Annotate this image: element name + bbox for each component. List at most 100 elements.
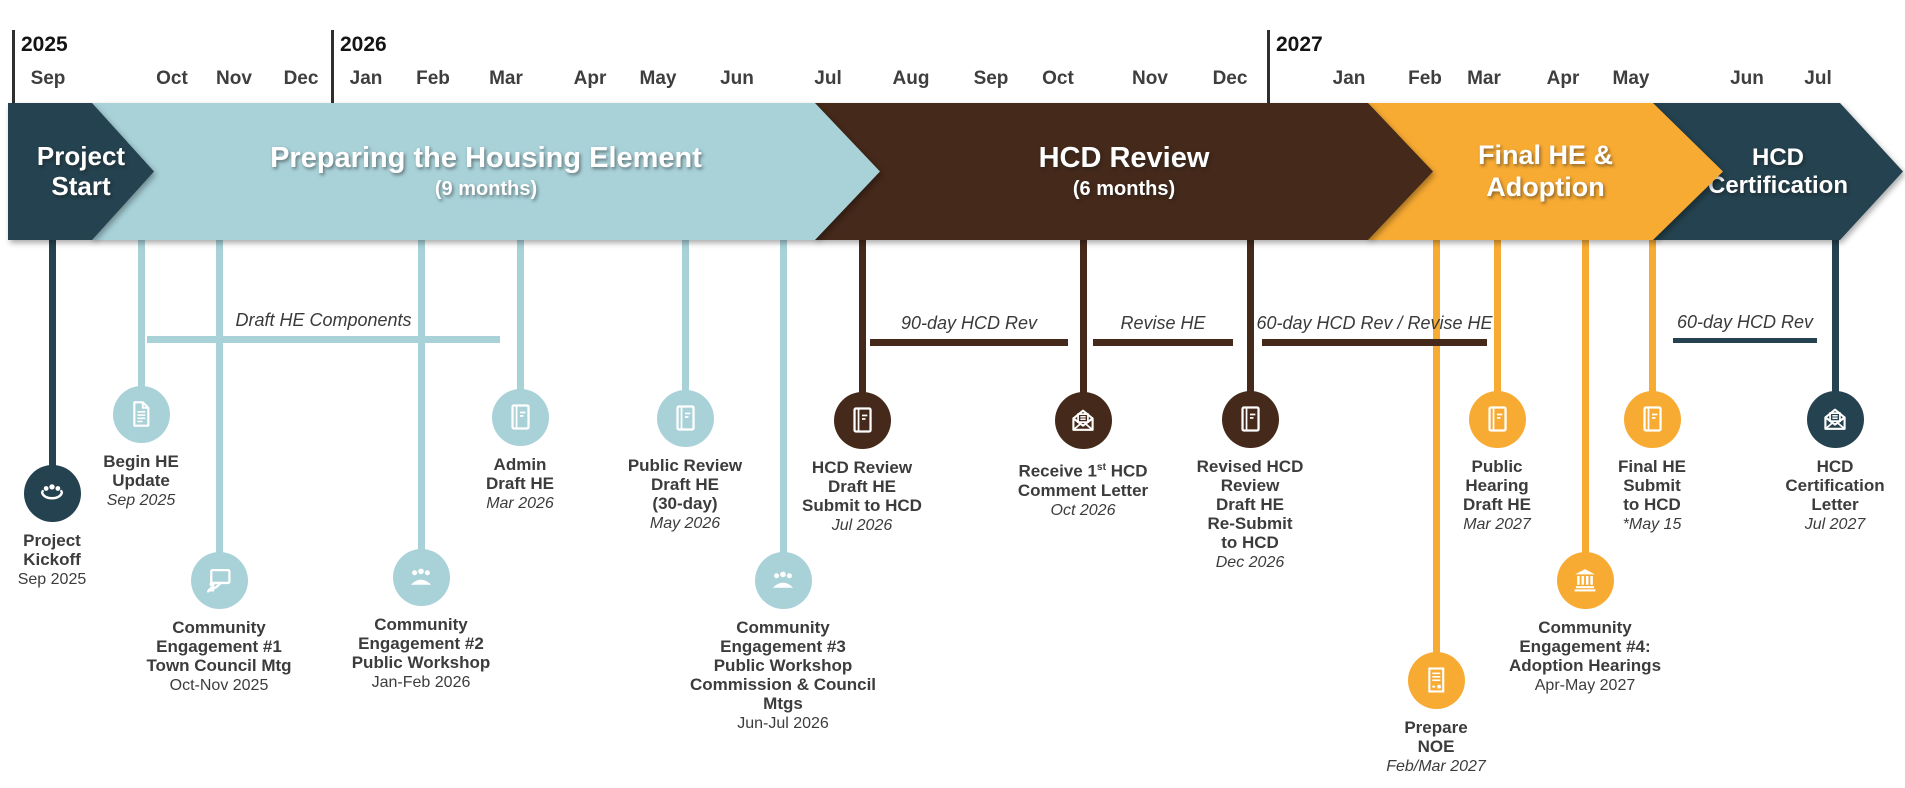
milestone-date: Mar 2027 <box>1463 516 1531 533</box>
year-label: 2025 <box>21 33 68 56</box>
milestone-connector-line <box>681 210 689 418</box>
book-icon <box>1241 406 1260 432</box>
phase-bar-hcd-review: HCD Review(6 months) <box>815 103 1433 240</box>
month-label: Sep <box>973 68 1009 89</box>
milestone-public-hearing-draft-he <box>1468 390 1526 448</box>
phase-title: Project <box>36 140 126 171</box>
milestone-title-line: NOE <box>1417 737 1455 756</box>
milestone-date: Jul 2026 <box>831 517 893 534</box>
milestone-title-line: Revised HCD <box>1196 457 1304 476</box>
milestone-community-engagement-2 <box>392 548 450 606</box>
month-label: Apr <box>1546 68 1580 89</box>
milestone-connector-line <box>516 210 524 417</box>
milestone-title-line: Public Review <box>627 456 743 475</box>
milestone-project-kickoff <box>23 464 81 522</box>
milestone-connector-line <box>1581 210 1589 580</box>
milestone-public-review-draft-he <box>656 389 714 447</box>
bracket-line-90-day-hcd-rev <box>870 339 1068 346</box>
milestone-revised-hcd-review-draft-he <box>1221 390 1279 448</box>
month-label: Feb <box>416 68 450 89</box>
milestone-hcd-review-draft-he-submit <box>833 391 891 449</box>
milestone-admin-draft-he <box>491 388 549 446</box>
milestone-title-line: Submit to HCD <box>802 496 922 515</box>
milestone-title-line: Engagement #2 <box>358 634 484 653</box>
phase-title: HCD Review <box>1038 142 1210 175</box>
milestone-title-line: Prepare <box>1404 718 1468 737</box>
presentation-icon <box>206 568 231 593</box>
bank-icon <box>1574 569 1596 592</box>
milestone-title-line: Community <box>172 618 266 637</box>
milestone-connector-line <box>1246 210 1254 419</box>
milestone-title-line: Submit <box>1623 476 1681 495</box>
milestone-community-engagement-4 <box>1556 551 1614 609</box>
milestone-date: Jan-Feb 2026 <box>371 674 471 691</box>
book-icon <box>1643 406 1662 432</box>
milestone-title-line: Town Council Mtg <box>146 656 292 675</box>
milestone-title-line: Comment Letter <box>1017 480 1149 500</box>
month-label: Jul <box>814 68 842 89</box>
bracket-line-60-day-hcd-rev <box>1673 338 1817 343</box>
year-label: 2026 <box>340 33 387 56</box>
milestone-connector-line <box>858 210 866 420</box>
milestone-date: Mar 2026 <box>486 495 554 512</box>
month-label: Oct <box>156 68 188 89</box>
milestone-title-line: HCD Review <box>811 458 913 477</box>
month-label: Nov <box>1132 68 1168 89</box>
bracket-line-60-day-hcd-rev-revise-he <box>1262 339 1487 346</box>
milestone-connector-line <box>1493 210 1501 419</box>
milestone-title-line: Community <box>1538 618 1632 637</box>
milestone-receive-1st-hcd-comment-letter <box>1054 391 1112 449</box>
milestone-community-engagement-1 <box>190 551 248 609</box>
milestone-connector-line <box>1831 210 1839 419</box>
milestone-title-line: Draft HE <box>650 475 719 494</box>
milestone-final-he-submit-to-hcd <box>1623 390 1681 448</box>
milestone-title-line: Commission & Council <box>689 675 877 694</box>
month-label: Jun <box>720 68 754 89</box>
phase-title: Adoption <box>1486 171 1605 202</box>
milestone-title-line: HCD <box>1816 457 1854 476</box>
month-label: Nov <box>216 68 252 89</box>
open-envelope-icon <box>1072 409 1094 431</box>
month-label: Oct <box>1042 68 1074 89</box>
people-icon <box>410 568 432 585</box>
milestone-title-line: Receive 1st HCD <box>1018 461 1148 481</box>
book-icon <box>853 407 872 433</box>
milestone-title-line: (30-day) <box>652 494 718 513</box>
month-label: Jan <box>1332 68 1366 89</box>
milestone-date: Jul 2027 <box>1804 516 1866 533</box>
bracket-line-draft-he-components <box>147 336 500 343</box>
milestone-title-line: Draft HE <box>1462 495 1531 514</box>
bracket-label-60-day-hcd-rev-revise-he: 60-day HCD Rev / Revise HE <box>1256 313 1493 333</box>
bracket-label-draft-he-components: Draft HE Components <box>235 310 412 330</box>
milestone-title-line: Community <box>736 618 830 637</box>
bracket-line-revise-he <box>1093 339 1233 346</box>
milestone-connector-line <box>137 210 145 414</box>
phase-duration: (9 months) <box>434 177 538 200</box>
month-label: May <box>639 68 677 89</box>
phase-title: HCD <box>1752 143 1804 171</box>
milestone-connector-line <box>779 210 787 580</box>
month-label: Feb <box>1408 68 1442 89</box>
milestone-title-line: Final HE <box>1617 457 1686 476</box>
milestone-title-line: Update <box>112 471 170 490</box>
milestone-date: *May 15 <box>1622 516 1682 533</box>
milestone-connector-line <box>1079 210 1087 420</box>
milestone-date: Sep 2025 <box>17 571 87 588</box>
milestone-title-line: Draft HE <box>1215 495 1284 514</box>
milestone-prepare-noe <box>1407 651 1465 709</box>
form-x-icon <box>1428 667 1445 693</box>
milestone-title-line: Draft HE <box>827 477 896 496</box>
milestone-title-line: Kickoff <box>23 550 81 569</box>
milestone-connector-line <box>1432 210 1440 680</box>
people-icon <box>772 571 794 588</box>
milestone-title-line: to HCD <box>1221 533 1279 552</box>
